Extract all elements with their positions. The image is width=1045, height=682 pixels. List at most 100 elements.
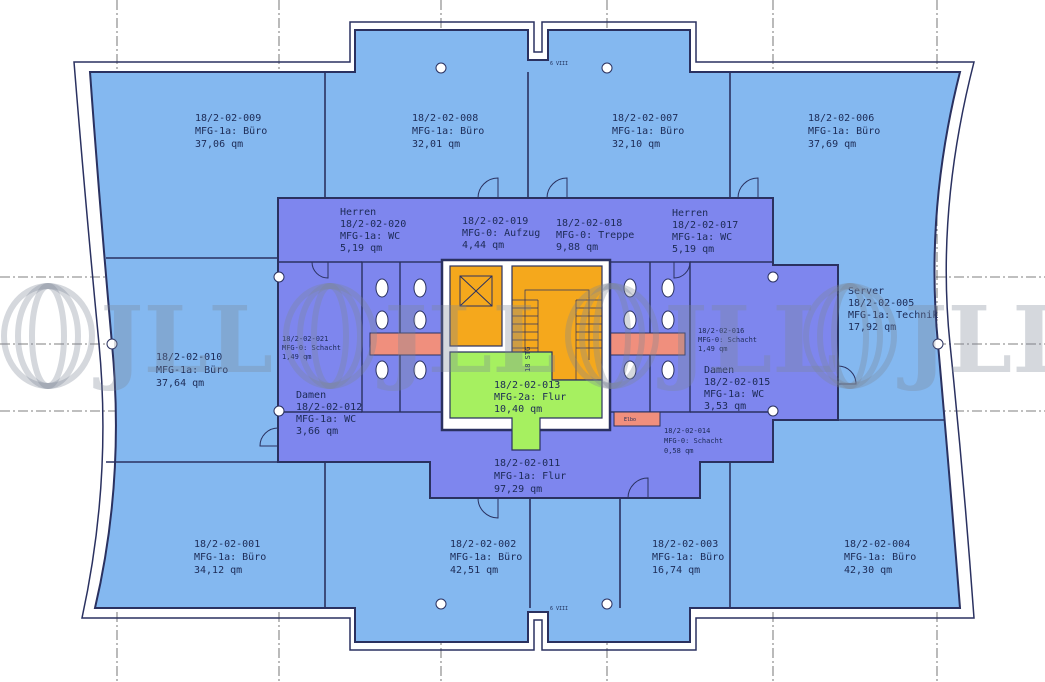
svg-text:MFG-2a: Flur: MFG-2a: Flur [494,392,566,403]
svg-text:34,12 qm: 34,12 qm [194,565,242,576]
building-outline [73,21,975,651]
svg-text:18/2-02-002: 18/2-02-002 [450,539,516,550]
jll-logo-mark-right [565,283,659,389]
svg-text:Server: Server [848,286,884,297]
svg-text:18/2-02-009: 18/2-02-009 [195,113,261,124]
svg-text:Damen: Damen [704,365,734,376]
svg-text:10,40 qm: 10,40 qm [494,404,542,415]
room-011: 18/2-02-011 MFG-1a: Flur 97,29 qm [494,458,566,495]
svg-text:16,74 qm: 16,74 qm [652,565,700,576]
room-020: Herren 18/2-02-020 MFG-1a: WC 5,19 qm [340,207,406,254]
svg-text:Damen: Damen [296,390,326,401]
room-017: Herren 18/2-02-017 MFG-1a: WC 5,19 qm [672,208,738,255]
watermark-text-center: JLL [377,286,557,394]
svg-text:MFG-1a: Büro: MFG-1a: Büro [156,365,228,376]
elbo-label: Elbo [624,417,636,423]
room-009: 18/2-02-009 MFG-1a: Büro 37,06 qm [195,113,267,150]
svg-text:32,10 qm: 32,10 qm [612,139,660,150]
svg-text:18/2-02-010: 18/2-02-010 [156,352,222,363]
room-001: 18/2-02-001 MFG-1a: Büro 34,12 qm [194,539,266,576]
svg-text:MFG-1a: Büro: MFG-1a: Büro [450,552,522,563]
svg-text:MFG-0: Schacht: MFG-0: Schacht [282,344,341,352]
room-003: 18/2-02-003 MFG-1a: Büro 16,74 qm [652,539,724,576]
room-010: 18/2-02-010 MFG-1a: Büro 37,64 qm [156,352,228,389]
svg-text:Herren: Herren [340,207,376,218]
svg-text:18/2-02-001: 18/2-02-001 [194,539,260,550]
dimension-top: 6 VIII [550,61,568,67]
svg-text:18/2-02-020: 18/2-02-020 [340,219,406,230]
svg-text:18/2-02-012: 18/2-02-012 [296,402,362,413]
jll-watermark: JLL JLL JLL JLL [1,283,1045,394]
svg-text:18/2-02-004: 18/2-02-004 [844,539,910,550]
svg-text:18/2-02-019: 18/2-02-019 [462,216,528,227]
svg-text:MFG-1a: Büro: MFG-1a: Büro [612,126,684,137]
svg-text:3,53 qm: 3,53 qm [704,401,746,412]
svg-text:18/2-02-011: 18/2-02-011 [494,458,560,469]
watermark-text-left: JLL [93,286,273,394]
svg-text:18/2-02-021: 18/2-02-021 [282,335,328,343]
stair-text: 18 STG [524,347,532,372]
room-004: 18/2-02-004 MFG-1a: Büro 42,30 qm [844,539,916,576]
room-008: 18/2-02-008 MFG-1a: Büro 32,01 qm [412,113,484,150]
svg-text:MFG-1a: Flur: MFG-1a: Flur [494,471,566,482]
svg-text:18/2-02-015: 18/2-02-015 [704,377,770,388]
svg-text:0,58 qm: 0,58 qm [664,447,694,455]
green-corridor [449,351,603,451]
svg-text:MFG-1a: Büro: MFG-1a: Büro [412,126,484,137]
svg-text:MFG-1a: Büro: MFG-1a: Büro [808,126,880,137]
room-007: 18/2-02-007 MFG-1a: Büro 32,10 qm [612,113,684,150]
room-005: Server 18/2-02-005 MFG-1a: Technik 17,92… [848,286,938,333]
shaft-014 [613,411,661,427]
svg-text:MFG-0: Schacht: MFG-0: Schacht [698,336,757,344]
svg-text:37,69 qm: 37,69 qm [808,139,856,150]
room-016: 18/2-02-016 MFG-0: Schacht 1,49 qm [698,327,757,353]
svg-text:4,44 qm: 4,44 qm [462,240,504,251]
svg-text:18/2-02-003: 18/2-02-003 [652,539,718,550]
room-013: 18/2-02-013 MFG-2a: Flur 10,40 qm [494,380,566,415]
svg-text:17,92 qm: 17,92 qm [848,322,896,333]
svg-text:18/2-02-014: 18/2-02-014 [664,427,710,435]
wc-fixtures [375,278,675,380]
jll-logo-mark-center [283,283,377,389]
column-markers [106,62,944,610]
watermark-text-right: JLL [657,286,837,394]
svg-text:MFG-1a: Büro: MFG-1a: Büro [652,552,724,563]
svg-text:9,88 qm: 9,88 qm [556,242,598,253]
svg-text:MFG-1a: WC: MFG-1a: WC [704,389,764,400]
svg-text:18/2-02-006: 18/2-02-006 [808,113,874,124]
door-swings [259,177,857,519]
svg-text:MFG-1a: Büro: MFG-1a: Büro [194,552,266,563]
room-019: 18/2-02-019 MFG-0: Aufzug 4,44 qm [462,216,540,251]
svg-text:37,64 qm: 37,64 qm [156,378,204,389]
svg-text:MFG-1a: Büro: MFG-1a: Büro [195,126,267,137]
svg-text:97,29 qm: 97,29 qm [494,484,542,495]
svg-text:MFG-0: Aufzug: MFG-0: Aufzug [462,228,540,239]
svg-text:MFG-1a: Technik: MFG-1a: Technik [848,310,938,321]
svg-text:MFG-1a: WC: MFG-1a: WC [296,414,356,425]
svg-text:32,01 qm: 32,01 qm [412,139,460,150]
svg-text:Herren: Herren [672,208,708,219]
dimension-bottom: 6 VIII [550,606,568,612]
svg-text:18/2-02-016: 18/2-02-016 [698,327,744,335]
office-walls [106,72,945,608]
room-002: 18/2-02-002 MFG-1a: Büro 42,51 qm [450,539,522,576]
svg-text:1,49 qm: 1,49 qm [698,345,728,353]
jll-logo-mark-far-right [803,283,897,389]
svg-text:3,66 qm: 3,66 qm [296,426,338,437]
svg-text:18/2-02-007: 18/2-02-007 [612,113,678,124]
svg-text:18/2-02-008: 18/2-02-008 [412,113,478,124]
svg-text:18/2-02-005: 18/2-02-005 [848,298,914,309]
svg-text:MFG-1a: Büro: MFG-1a: Büro [844,552,916,563]
room-018: 18/2-02-018 MFG-0: Treppe 9,88 qm [556,218,634,253]
svg-text:5,19 qm: 5,19 qm [672,244,714,255]
svg-text:42,51 qm: 42,51 qm [450,565,498,576]
room-014: 18/2-02-014 MFG-0: Schacht 0,58 qm [664,427,723,455]
svg-text:MFG-1a: WC: MFG-1a: WC [672,232,732,243]
svg-text:MFG-0: Treppe: MFG-0: Treppe [556,230,634,241]
jll-logo-mark-left [1,283,95,389]
room-006: 18/2-02-006 MFG-1a: Büro 37,69 qm [808,113,880,150]
room-021: 18/2-02-021 MFG-0: Schacht 1,49 qm [282,335,341,361]
room-012: Damen 18/2-02-012 MFG-1a: WC 3,66 qm [296,390,362,437]
svg-text:42,30 qm: 42,30 qm [844,565,892,576]
